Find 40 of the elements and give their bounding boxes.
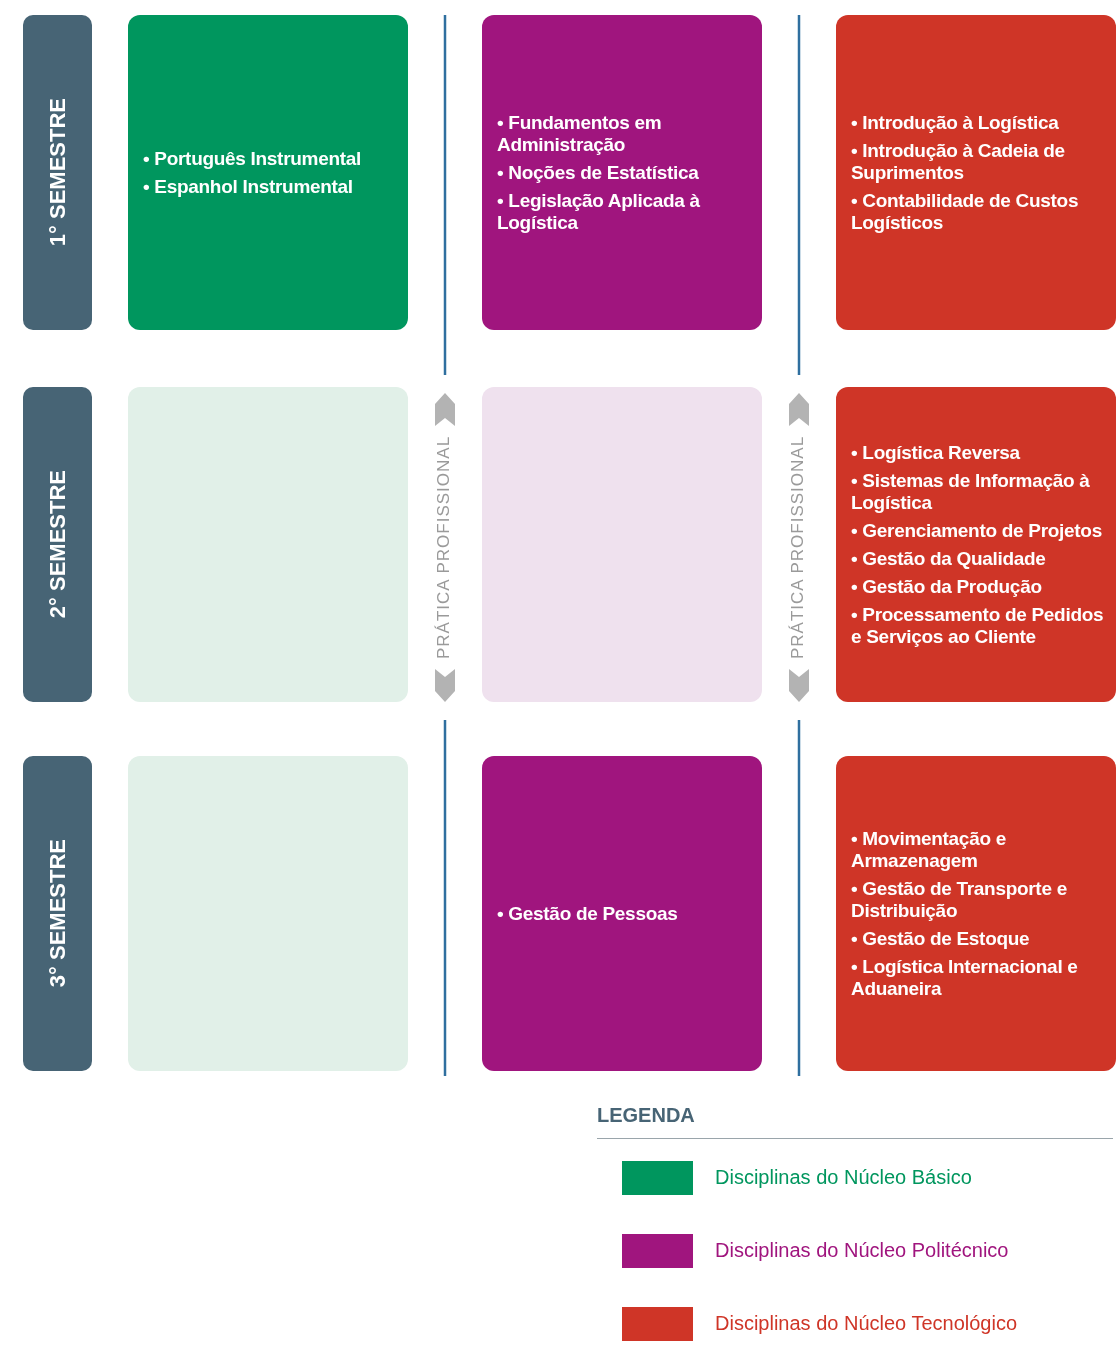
- subject-item: • Fundamentos em Administração: [497, 111, 663, 156]
- subject-item: • Logística Internacional e Aduaneira: [851, 955, 1079, 1000]
- subject-item: • Introdução à Logística: [851, 111, 1060, 134]
- section-label: PRÁTICA PROFISSIONAL: [434, 435, 454, 660]
- semester-label: 2° SEMESTRE: [44, 470, 71, 619]
- semester-band: [23, 15, 92, 330]
- semester-label: 3° SEMESTRE: [44, 839, 71, 988]
- legend-text: Disciplinas do Núcleo Tecnológico: [715, 1312, 1018, 1335]
- subject-card: [836, 387, 1116, 702]
- subject-item: • Espanhol Instrumental: [143, 175, 354, 198]
- subject-item: • Movimentação e Armazenagem: [851, 827, 1007, 872]
- subject-item: • Sistemas de Informação à Logística: [851, 469, 1091, 514]
- semester-band: [23, 756, 92, 1071]
- subject-item: • Gerenciamento de Projetos: [851, 519, 1103, 542]
- subject-item: • Logística Reversa: [851, 441, 1021, 464]
- subject-card: [836, 756, 1116, 1071]
- subject-card: [482, 756, 762, 1071]
- subject-item: • Gestão da Qualidade: [851, 547, 1047, 570]
- subject-item: • Processamento de Pedidos e Serviços ao Cliente: [851, 603, 1105, 648]
- subject-item: • Contabilidade de Custos Logísticos: [851, 189, 1080, 234]
- subject-item: • Gestão de Pessoas: [497, 902, 679, 925]
- legend-text: Disciplinas do Núcleo Politécnico: [715, 1239, 1009, 1262]
- subject-card: [482, 15, 762, 330]
- empty-card: [128, 756, 408, 1071]
- subject-item: • Legislação Aplicada à Logística: [497, 189, 701, 234]
- empty-card: [482, 387, 762, 702]
- semester-label: 1° SEMESTRE: [44, 98, 71, 247]
- subject-item: • Gestão da Produção: [851, 575, 1043, 598]
- subject-item: • Noções de Estatística: [497, 161, 700, 184]
- legend-heading: LEGENDA: [597, 1104, 695, 1127]
- subject-item: • Gestão de Estoque: [851, 927, 1031, 950]
- subject-card: [128, 15, 408, 330]
- subject-item: • Gestão de Transporte e Distribuição: [851, 877, 1068, 922]
- section-label: PRÁTICA PROFISSIONAL: [788, 435, 808, 660]
- empty-card: [128, 387, 408, 702]
- subject-card: [836, 15, 1116, 330]
- semester-band: [23, 387, 92, 702]
- legend-text: Disciplinas do Núcleo Básico: [715, 1166, 972, 1189]
- subject-item: • Introdução à Cadeia de Suprimentos: [851, 139, 1066, 184]
- subject-item: • Português Instrumental: [143, 147, 362, 170]
